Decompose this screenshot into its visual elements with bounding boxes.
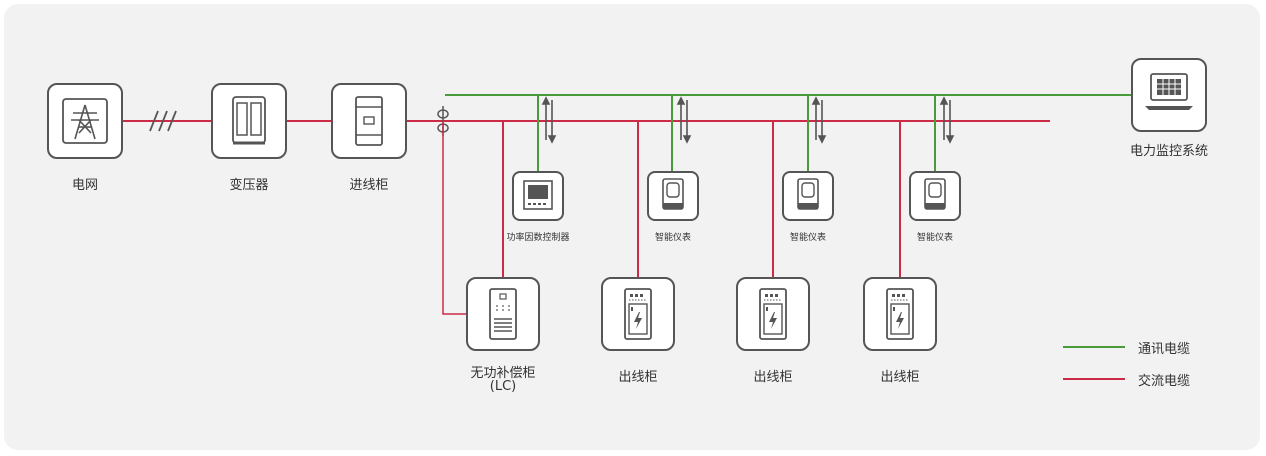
meter-icon (662, 178, 684, 210)
legend-ac-swatch (1063, 378, 1125, 380)
reactive-comp-label-line2: (LC) (489, 379, 517, 394)
legend-ac-label: 交流电缆 (1138, 374, 1191, 389)
smart-meter-1-node (647, 171, 699, 221)
smart-meter-2-node (782, 171, 834, 221)
three-phase-mark (149, 110, 177, 132)
pf-controller-node (512, 171, 564, 221)
smart-meter-3-label: 智能仪表 (916, 233, 953, 243)
cabinet-icon (355, 96, 383, 146)
laptop-icon (1145, 73, 1193, 110)
monitoring-system-label: 电力监控系统 (1129, 144, 1208, 159)
meter-icon (797, 178, 819, 210)
outgoing-cabinet-icon (624, 288, 652, 340)
outgoing-cabinet-icon (759, 288, 787, 340)
pf-controller-label: 功率因数控制器 (506, 233, 570, 243)
outgoing-cabinet-3-label: 出线柜 (880, 370, 920, 385)
legend-comm-swatch (1063, 346, 1125, 348)
meter-icon (924, 178, 946, 210)
smart-meter-2-label: 智能仪表 (789, 233, 826, 243)
grid-node (47, 83, 123, 159)
grid-label: 电网 (71, 178, 98, 193)
smart-meter-3-node (909, 171, 961, 221)
legend-comm-label: 通讯电缆 (1138, 342, 1191, 357)
incoming-cabinet-label: 进线柜 (349, 178, 389, 193)
outgoing-cabinet-3-node (863, 277, 937, 351)
outgoing-cabinet-2-label: 出线柜 (753, 370, 793, 385)
reactive-comp-node (466, 277, 540, 351)
transformer-label: 变压器 (229, 178, 269, 193)
measure-arrows-m2 (811, 96, 827, 144)
measure-arrows-pfc (541, 96, 557, 144)
measure-arrows-m1 (676, 96, 692, 144)
outgoing-cabinet-1-node (601, 277, 675, 351)
outgoing-cabinet-icon (886, 288, 914, 340)
outgoing-cabinet-1-label: 出线柜 (618, 370, 658, 385)
incoming-cabinet-node (331, 83, 407, 159)
reactive-comp-label-line1: 无功补偿柜 (470, 366, 536, 381)
controller-screen-icon (523, 180, 553, 210)
diagram-panel (4, 4, 1260, 450)
transformer-icon (232, 96, 266, 145)
compensation-cabinet-icon (489, 288, 517, 340)
transformer-node (211, 83, 287, 159)
ac-branch-lc-loop (442, 121, 468, 315)
outgoing-cabinet-2-node (736, 277, 810, 351)
power-tower-icon (62, 98, 108, 144)
measure-arrows-m3 (939, 96, 955, 144)
monitoring-system-node (1131, 58, 1207, 132)
smart-meter-1-label: 智能仪表 (654, 233, 691, 243)
